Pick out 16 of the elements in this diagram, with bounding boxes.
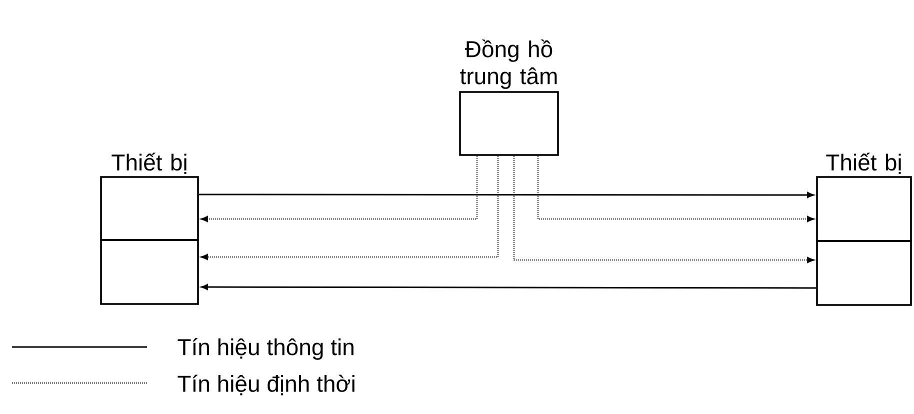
signal-arrow <box>198 192 814 198</box>
timing-arrow <box>538 155 815 222</box>
device-box <box>100 239 199 305</box>
node-label: Thiết bị <box>112 152 186 174</box>
node-label: Thiết bị <box>826 152 901 174</box>
legend-text: Tín hiệu định thời <box>178 374 354 396</box>
timing-arrow <box>200 155 478 222</box>
device-box <box>816 240 912 306</box>
timing-arrow <box>514 155 815 264</box>
node-label: Đồng hồ trung tâm <box>460 39 557 89</box>
clock-box: Đồng hồ trung tâm <box>459 39 559 156</box>
device-box: Thiết bị <box>100 152 199 241</box>
timing-arrow <box>200 155 498 260</box>
device-box: Thiết bị <box>816 152 912 242</box>
legend-text: Tín hiệu thông tin <box>178 338 354 360</box>
signal-arrow <box>201 284 816 290</box>
